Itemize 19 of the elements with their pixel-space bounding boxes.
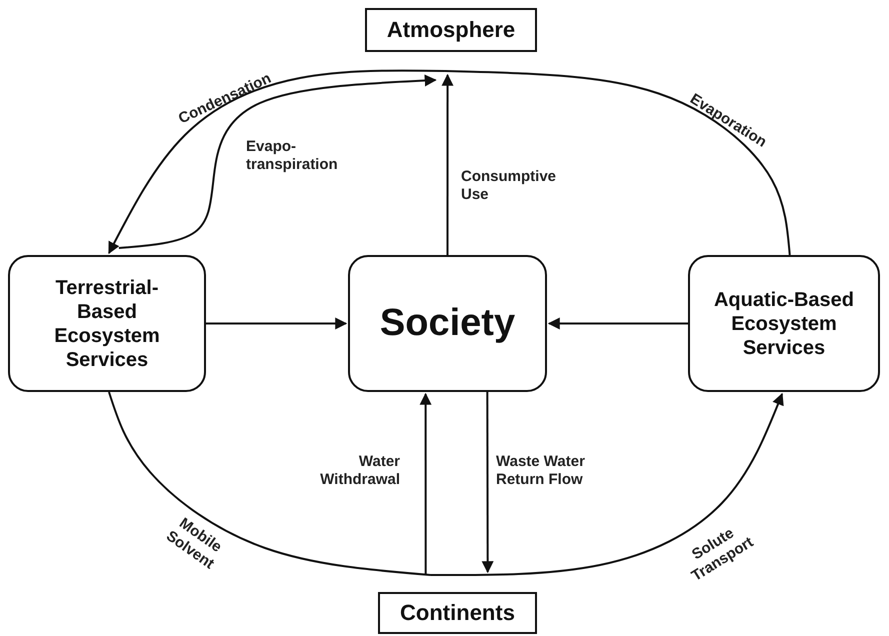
arrow xyxy=(430,392,784,576)
arrow xyxy=(420,392,432,574)
node-label: Continents xyxy=(400,600,515,626)
society-box xyxy=(348,255,547,392)
arrow xyxy=(206,318,348,330)
node-label: Society xyxy=(380,300,516,346)
arrow xyxy=(548,318,688,330)
arrow xyxy=(442,74,454,255)
edge-label: Evapo- transpiration xyxy=(246,138,339,174)
arrow xyxy=(482,392,494,574)
service-box xyxy=(688,255,880,392)
edge-label: Consumptive Use xyxy=(461,168,558,204)
node-label: Terrestrial-Based Ecosystem Services xyxy=(53,276,161,372)
continent-box xyxy=(378,592,537,634)
service-box xyxy=(8,255,206,392)
node-label: Aquatic-Based Ecosystem Services xyxy=(712,288,856,360)
edge-label: Waste Water Return Flow xyxy=(496,453,586,489)
node-label: Atmosphere xyxy=(386,16,516,44)
edge-label: Water Withdrawal xyxy=(319,453,400,489)
